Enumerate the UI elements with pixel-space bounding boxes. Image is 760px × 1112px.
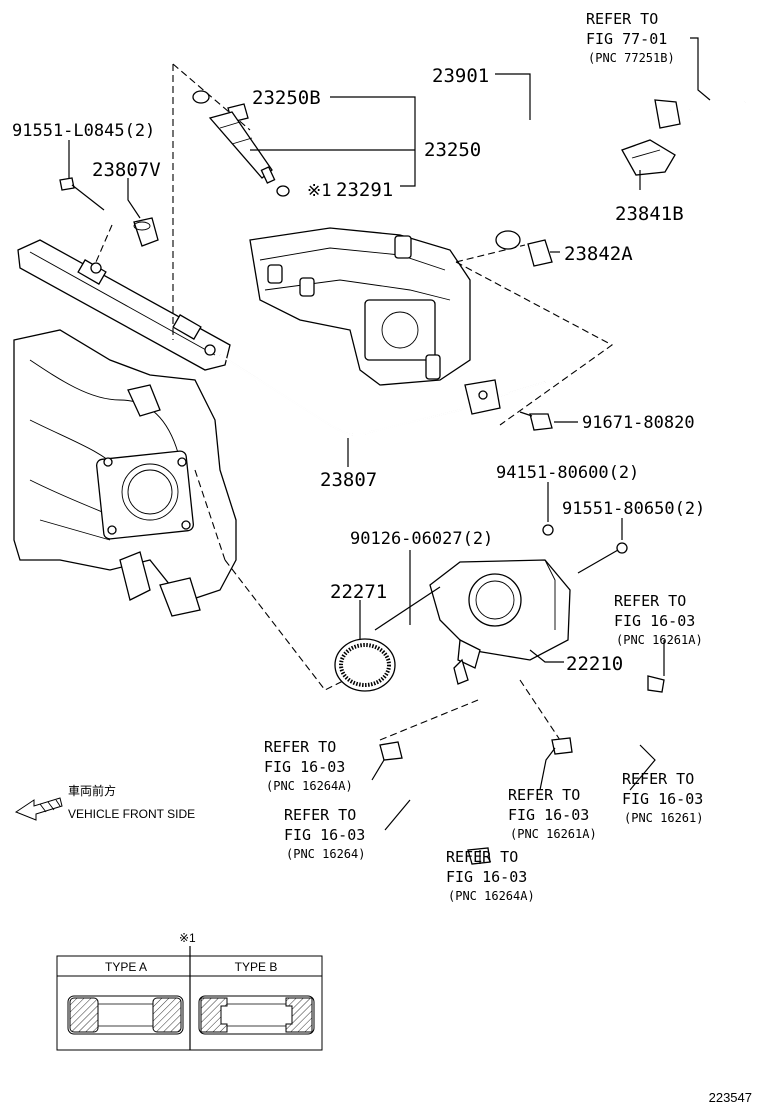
front-label-jp: 車両前方 <box>68 783 116 798</box>
throttle-body <box>374 524 628 685</box>
ref4-line1: REFER TO <box>284 806 356 824</box>
type-legend: ※1 TYPE A TYPE B <box>56 931 323 1051</box>
label-23807: 23807 <box>320 469 377 491</box>
ref6-line2: FIG 16-03 <box>622 790 703 808</box>
ref3-line2: FIG 16-03 <box>264 758 345 776</box>
part-labels: 23250B 23250 ※1 23291 91551-L0845(2) 238… <box>12 65 705 675</box>
label-23250: 23250 <box>424 139 481 161</box>
ref1-line3: (PNC 77251B) <box>588 51 675 65</box>
refer-callout-4: REFER TO FIG 16-03 (PNC 16264) <box>284 806 365 861</box>
bolt-91671 <box>519 411 553 431</box>
label-90126-06027: 90126-06027(2) <box>350 529 493 549</box>
ref2-line3: (PNC 16261A) <box>616 633 703 647</box>
type-b-section <box>198 995 315 1035</box>
refer-callout-2: REFER TO FIG 16-03 (PNC 16261A) <box>614 592 703 647</box>
ref3-line1: REFER TO <box>264 738 336 756</box>
label-23842A: 23842A <box>564 243 633 265</box>
legend-mark: ※1 <box>179 931 196 945</box>
ref1-line1: REFER TO <box>586 10 658 28</box>
refer-callout-5: REFER TO FIG 16-03 (PNC 16261A) <box>508 786 597 841</box>
refer-callout-7: REFER TO FIG 16-03 (PNC 16264A) <box>446 848 535 903</box>
label-91551-L0845: 91551-L0845(2) <box>12 121 155 141</box>
bolt-and-grommet <box>59 177 159 247</box>
ref7-line2: FIG 16-03 <box>446 868 527 886</box>
ref3-line3: (PNC 16264A) <box>266 779 353 793</box>
refer-callout-1: REFER TO FIG 77-01 (PNC 77251B) <box>586 10 675 65</box>
label-22271: 22271 <box>330 581 387 603</box>
label-23250B: 23250B <box>252 87 321 109</box>
label-23807V: 23807V <box>92 159 161 181</box>
engine-head-drawing <box>249 227 471 386</box>
label-23291: 23291 <box>336 179 393 201</box>
ref5-line2: FIG 16-03 <box>508 806 589 824</box>
ref4-line3: (PNC 16264) <box>286 847 365 861</box>
ref5-line1: REFER TO <box>508 786 580 804</box>
refer-callout-6: REFER TO FIG 16-03 (PNC 16261) <box>622 770 703 825</box>
label-91671-80820: 91671-80820 <box>582 413 695 433</box>
fuel-injector <box>192 90 290 197</box>
type-a-section <box>67 995 184 1035</box>
figure-id: 223547 <box>709 1090 752 1105</box>
ref1-line2: FIG 77-01 <box>586 30 667 48</box>
label-22210: 22210 <box>566 653 623 675</box>
fuel-delivery-pipe <box>17 239 546 436</box>
label-94151-80600: 94151-80600(2) <box>496 463 639 483</box>
ref7-line3: (PNC 16264A) <box>448 889 535 903</box>
ref5-line3: (PNC 16261A) <box>510 827 597 841</box>
front-arrow-icon <box>14 797 63 821</box>
label-23901: 23901 <box>432 65 489 87</box>
ref6-line3: (PNC 16261) <box>624 811 703 825</box>
guide-lines <box>95 63 614 741</box>
vehicle-front-indicator: 車両前方 VEHICLE FRONT SIDE <box>14 783 195 821</box>
ref6-line1: REFER TO <box>622 770 694 788</box>
ref2-line2: FIG 16-03 <box>614 612 695 630</box>
label-91551-80650: 91551-80650(2) <box>562 499 705 519</box>
ref2-line1: REFER TO <box>614 592 686 610</box>
legend-type-a: TYPE A <box>105 960 147 974</box>
label-mark1-near-23291: ※1 <box>307 181 331 201</box>
legend-type-b: TYPE B <box>235 960 278 974</box>
refer-callout-3: REFER TO FIG 16-03 (PNC 16264A) <box>264 738 353 793</box>
ref4-line2: FIG 16-03 <box>284 826 365 844</box>
throttle-gasket <box>334 638 396 692</box>
leader-lines <box>68 37 711 864</box>
label-23841B: 23841B <box>615 203 684 225</box>
intake-manifold-drawing <box>13 329 237 617</box>
ref7-line1: REFER TO <box>446 848 518 866</box>
front-label-en: VEHICLE FRONT SIDE <box>68 807 195 821</box>
fuel-hose <box>495 56 746 267</box>
